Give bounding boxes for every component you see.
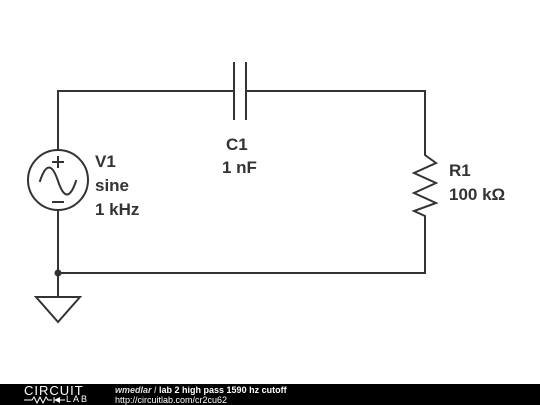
- circuit-url[interactable]: http://circuitlab.com/cr2cu62: [115, 395, 228, 405]
- logo-lab-text: LAB: [66, 394, 90, 404]
- ground-symbol: [33, 272, 83, 324]
- r1-value-label: 100 kΩ: [449, 185, 505, 204]
- logo-circuit-text: CIRCUIT: [24, 383, 84, 398]
- capacitor-c1: [233, 62, 247, 120]
- footer-bar: CIRCUIT LAB wmedlar / lab 2 high pass 15…: [0, 384, 540, 405]
- footer-title-line: wmedlar / lab 2 high pass 1590 hz cutoff: [115, 385, 287, 395]
- voltage-source-v1: [27, 149, 89, 211]
- v1-name-label: V1: [95, 152, 116, 171]
- ground-triangle: [33, 296, 83, 324]
- sine-wave-icon: [38, 166, 78, 196]
- c1-name-label: C1: [226, 135, 248, 154]
- author-link[interactable]: wmedlar: [115, 385, 152, 395]
- circuit-title[interactable]: lab 2 high pass 1590 hz cutoff: [159, 385, 287, 395]
- c1-value-label: 1 nF: [222, 158, 257, 177]
- resistor-r1: [411, 149, 439, 219]
- r1-name-label: R1: [449, 161, 471, 180]
- title-separator: /: [151, 385, 160, 395]
- resistor-logo-icon: [24, 396, 65, 404]
- wire-top-right: [245, 90, 426, 151]
- circuit-schematic: C1 1 nF V1 sine 1 kHz R1 100 kΩ: [27, 62, 505, 324]
- v1-freq-label: 1 kHz: [95, 200, 139, 219]
- circuitlab-logo[interactable]: CIRCUIT LAB: [22, 384, 102, 405]
- wire-right-bottom: [57, 217, 426, 274]
- v1-type-label: sine: [95, 176, 129, 195]
